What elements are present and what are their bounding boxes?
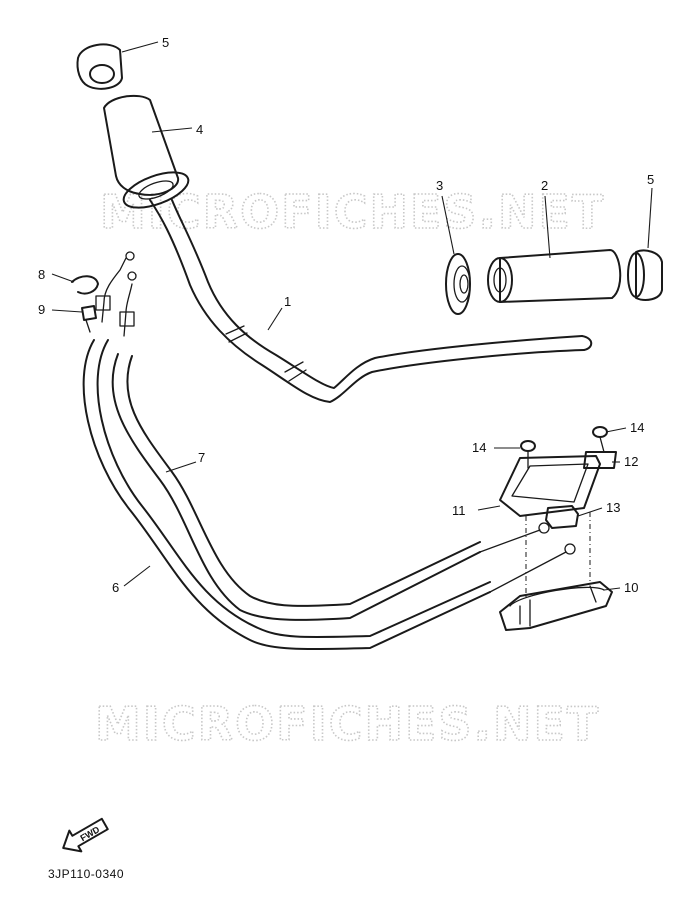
throttle-cable-2 — [111, 353, 481, 621]
throttle-cable-1 — [82, 339, 491, 651]
cable-upper-ends — [95, 251, 137, 337]
grip-end-cap-left — [76, 43, 123, 90]
callout-13: 13 — [606, 500, 620, 515]
wire-holder — [71, 275, 99, 295]
callout-8: 8 — [38, 267, 45, 282]
cap-screw-left — [520, 440, 536, 469]
callout-5-right: 5 — [647, 172, 654, 187]
cable-lower-ends — [479, 522, 576, 593]
callout-11: 11 — [452, 503, 466, 518]
cap-cover — [583, 451, 617, 469]
holder-screw — [81, 305, 97, 333]
throttle-cap — [499, 455, 601, 517]
callout-5-left: 5 — [162, 35, 169, 50]
diagram-code: 3JP110-0340 — [48, 867, 124, 881]
throttle-housing — [499, 581, 613, 631]
handlebar — [149, 199, 593, 403]
right-grip — [487, 249, 622, 303]
callout-9: 9 — [38, 302, 45, 317]
grip-end-cap-right — [627, 249, 663, 301]
callout-4: 4 — [196, 122, 203, 137]
callout-labels: 5 4 1 2 3 5 8 9 7 6 10 11 12 13 14 14 — [38, 35, 654, 595]
callout-3: 3 — [436, 178, 443, 193]
throttle-flange — [445, 253, 471, 315]
callout-14-left: 14 — [472, 440, 486, 455]
watermark-top: MICROFICHES.NET — [100, 185, 605, 239]
callout-1: 1 — [284, 294, 291, 309]
damper — [545, 505, 579, 529]
left-grip — [103, 94, 190, 209]
watermark-bottom: MICROFICHES.NET — [95, 697, 600, 751]
cap-screw-right — [592, 426, 608, 453]
callout-2: 2 — [541, 178, 548, 193]
callout-14-right: 14 — [630, 420, 644, 435]
fwd-arrow-icon: FWD — [62, 817, 109, 853]
callout-10: 10 — [624, 580, 638, 595]
callout-6: 6 — [112, 580, 119, 595]
leaders — [51, 41, 653, 591]
assembly-lines — [525, 512, 591, 600]
callout-7: 7 — [198, 450, 205, 465]
callout-12: 12 — [624, 454, 638, 469]
